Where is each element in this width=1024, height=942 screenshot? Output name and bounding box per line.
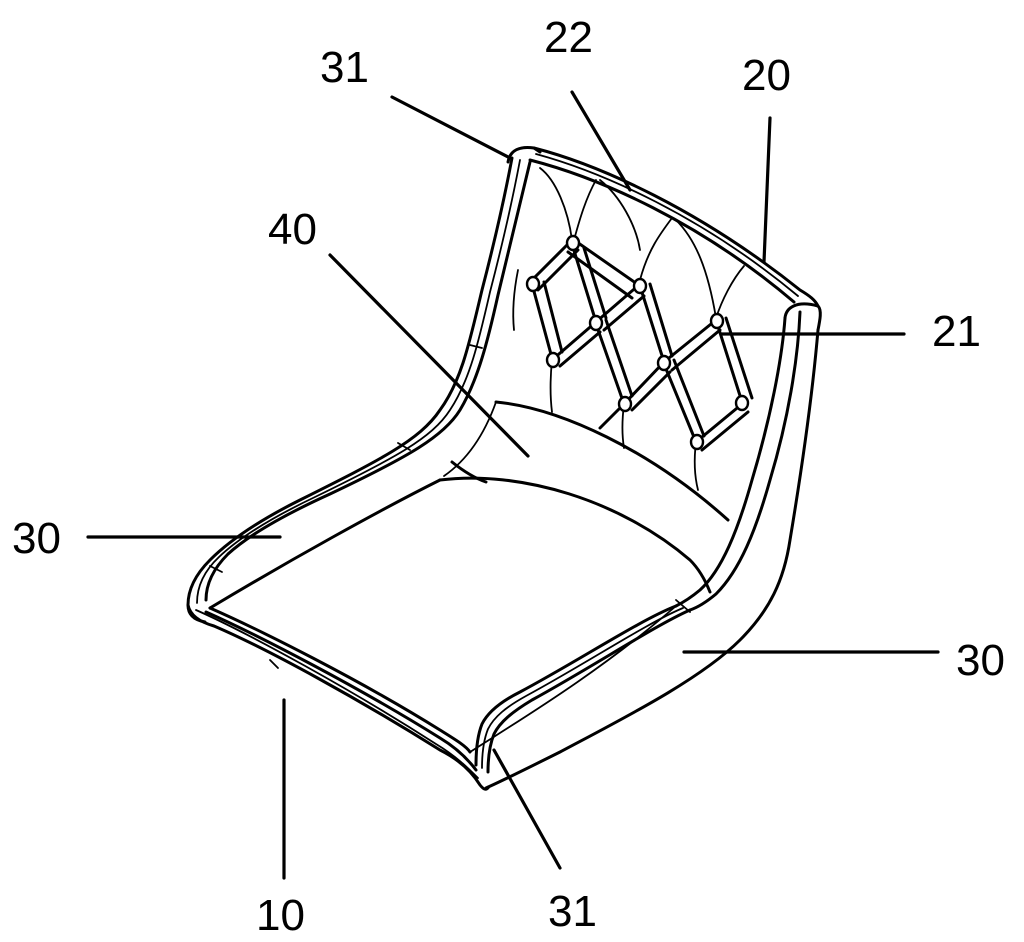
lattice-strip-l1 <box>694 402 744 444</box>
lattice-strip-k1 <box>662 362 698 444</box>
right-runner-tick <box>675 599 691 613</box>
left-frame-tick-2 <box>397 442 411 451</box>
tuft-button-8 <box>617 395 633 413</box>
front-rail-tick <box>269 659 279 669</box>
leader-31-top <box>390 95 512 160</box>
tuft-button-4 <box>588 314 604 332</box>
backrest-left-inner <box>443 401 497 477</box>
front-rail-inner <box>204 610 478 772</box>
lattice-strip-a1 <box>528 238 574 284</box>
tuft-button-7 <box>656 354 672 372</box>
tuft-button-5 <box>709 312 725 330</box>
label-40: 40 <box>268 205 317 254</box>
tuft-scallop-4 <box>639 217 673 281</box>
leader-20 <box>762 116 772 264</box>
lattice-strip-d2 <box>558 330 602 368</box>
leader-22 <box>570 90 632 192</box>
backrest-lattice <box>525 234 754 452</box>
lattice-strip-f2 <box>582 246 608 320</box>
backrest-bottom-edge <box>494 400 730 522</box>
backrest-padding <box>512 167 745 491</box>
leader-40 <box>328 253 530 458</box>
lattice-strip-m1 <box>714 318 744 404</box>
label-31-top: 31 <box>320 43 369 92</box>
label-30-right: 30 <box>956 636 1005 685</box>
tuft-button-1 <box>565 234 581 252</box>
tuft-button-3 <box>632 277 648 295</box>
label-21: 21 <box>932 307 981 356</box>
tuft-scallop-5 <box>675 219 717 319</box>
label-10: 10 <box>256 891 305 940</box>
left-frame-tick-1 <box>469 344 483 349</box>
backrest-top-edge <box>532 146 820 308</box>
leader-31-bottom <box>492 748 562 870</box>
lattice-strip-k2 <box>672 358 706 438</box>
leader-lines <box>86 90 940 880</box>
label-30-left: 30 <box>12 514 61 563</box>
right-side-frame-inner-2 <box>688 310 802 612</box>
left-frame-tick-3 <box>209 565 223 573</box>
tuft-lower-4 <box>512 269 519 331</box>
right-side-frame-outer <box>484 328 820 790</box>
right-seat-runner-2 <box>486 608 692 774</box>
chair-body <box>186 146 822 791</box>
seat-cushion-left-edge <box>208 478 442 610</box>
backrest-top-edge-mid <box>535 153 799 297</box>
seat-cushion-inner-curve <box>208 606 472 754</box>
lattice-strip-h2 <box>630 370 672 412</box>
lattice-strip-b2 <box>566 250 634 300</box>
lattice-strip-e1 <box>594 282 642 324</box>
lattice-strip-d1 <box>550 320 598 362</box>
lattice-strip-e2 <box>602 294 646 332</box>
lattice-strip-f1 <box>570 242 598 324</box>
right-side-frame-top <box>783 302 822 332</box>
front-rail-mid <box>195 609 479 779</box>
tuft-button-10 <box>689 433 705 451</box>
right-side-frame-inner <box>674 316 787 608</box>
tuft-scallop-1 <box>539 167 573 241</box>
lattice-strip-c2 <box>542 280 564 354</box>
tuft-button-6 <box>545 351 561 369</box>
lattice-strip-g2 <box>604 318 634 398</box>
lattice-strip-j2 <box>670 328 722 372</box>
right-seat-runner-mid <box>481 607 684 769</box>
tuft-scallop-2 <box>573 179 597 241</box>
label-31-bottom: 31 <box>548 887 597 936</box>
lattice-strip-h1 <box>622 360 666 406</box>
lattice-strip-m2 <box>724 316 754 400</box>
left-side-frame-inner <box>204 160 532 602</box>
seat-cushion-front-inner <box>469 605 677 753</box>
backrest-top-edge-inner <box>528 158 796 304</box>
tuft-button-2 <box>525 275 541 293</box>
lattice-strip-g1 <box>594 322 626 406</box>
lattice-strip-i2 <box>648 282 674 358</box>
backrest-left-inner-2 <box>450 460 488 484</box>
front-rail-outer <box>186 603 490 791</box>
lattice-strip-j1 <box>662 318 718 364</box>
tuft-scallop-6 <box>715 265 745 319</box>
tuft-scallop-3 <box>599 179 641 251</box>
seat-cushion-back-edge <box>438 476 712 594</box>
lattice-strip-l2 <box>700 410 750 452</box>
label-20: 20 <box>742 51 791 100</box>
lattice-strip-i1 <box>638 284 666 364</box>
lattice-strip-c1 <box>530 282 554 360</box>
right-seat-runner <box>474 604 678 767</box>
reference-labels: 31 22 20 40 21 30 30 10 31 <box>12 13 1005 940</box>
left-side-frame-outer <box>186 156 514 624</box>
tuft-button-9 <box>734 394 750 412</box>
left-side-frame-mid <box>196 159 521 604</box>
label-22: 22 <box>544 13 593 62</box>
